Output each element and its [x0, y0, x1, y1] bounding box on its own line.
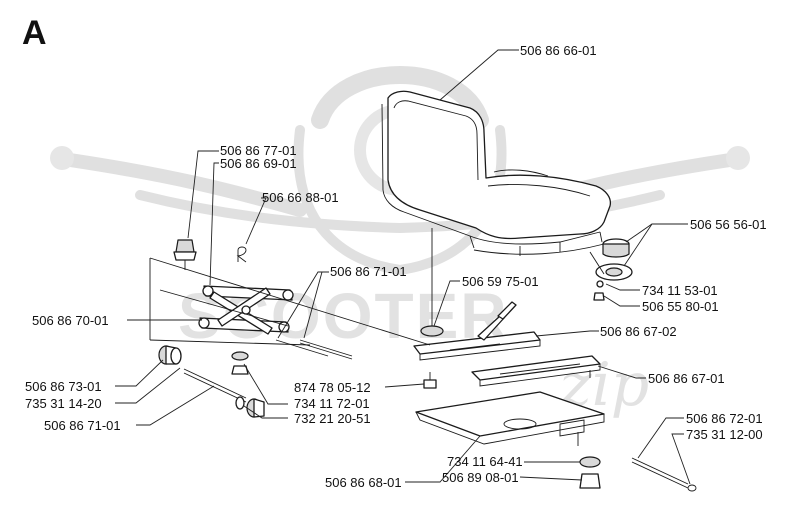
callout-labels: 506 86 66-01 506 86 77-01 506 86 69-01 5… — [25, 43, 767, 490]
alignment-lines — [149, 228, 605, 346]
leader-lines — [115, 49, 691, 485]
callout-screw-right: 735 31 12-00 — [686, 427, 763, 442]
callout-washer-rail: 506 59 75-01 — [462, 274, 539, 289]
callout-plate: 506 86 68-01 — [325, 475, 402, 490]
knob-part — [173, 239, 197, 270]
callout-knob: 506 86 77-01 — [220, 143, 297, 158]
callout-screw-mid: 874 78 05-12 — [294, 380, 371, 395]
screw-mid-part — [423, 372, 437, 389]
washer-rail-part — [420, 325, 444, 337]
seat-part — [381, 90, 612, 256]
rod-right-part — [631, 457, 697, 492]
bushing-part — [158, 345, 182, 365]
plate-knob-part — [579, 456, 601, 489]
plate-part — [415, 391, 605, 446]
callout-nut-mid: 734 11 72-01 — [294, 396, 370, 411]
section-letter: A — [22, 14, 47, 52]
callout-screw-lower: 735 31 14-20 — [25, 396, 102, 411]
callout-washer-mid: 732 21 20-51 — [294, 411, 371, 426]
clip-part — [236, 246, 247, 263]
callout-knob-plate: 506 89 08-01 — [442, 470, 519, 485]
callout-bracket: 506 86 70-01 — [32, 313, 109, 328]
callout-rod-lower: 506 86 71-01 — [44, 418, 121, 433]
callout-rail-left: 506 86 67-02 — [600, 324, 677, 339]
callout-rod-right: 506 86 72-01 — [686, 411, 763, 426]
rod-upper-part — [275, 339, 353, 360]
callout-rod-upper: 506 86 71-01 — [330, 264, 407, 279]
nut-washer-mid-part — [231, 351, 249, 375]
callout-nut-plate: 734 11 64-41 — [447, 454, 523, 469]
rod-lower-part — [183, 368, 265, 418]
callout-clip: 506 66 88-01 — [262, 190, 339, 205]
callout-rail-right: 506 86 67-01 — [648, 371, 725, 386]
callout-screw-switch: 506 55 80-01 — [642, 299, 719, 314]
callout-bracket-upper: 506 86 69-01 — [220, 156, 297, 171]
callout-bushing: 506 86 73-01 — [25, 379, 102, 394]
callout-switch: 506 56 56-01 — [690, 217, 767, 232]
callout-nut-switch: 734 11 53-01 — [642, 283, 718, 298]
rail-left-part — [413, 301, 541, 361]
switch-part — [593, 238, 633, 301]
callout-seat: 506 86 66-01 — [520, 43, 597, 58]
